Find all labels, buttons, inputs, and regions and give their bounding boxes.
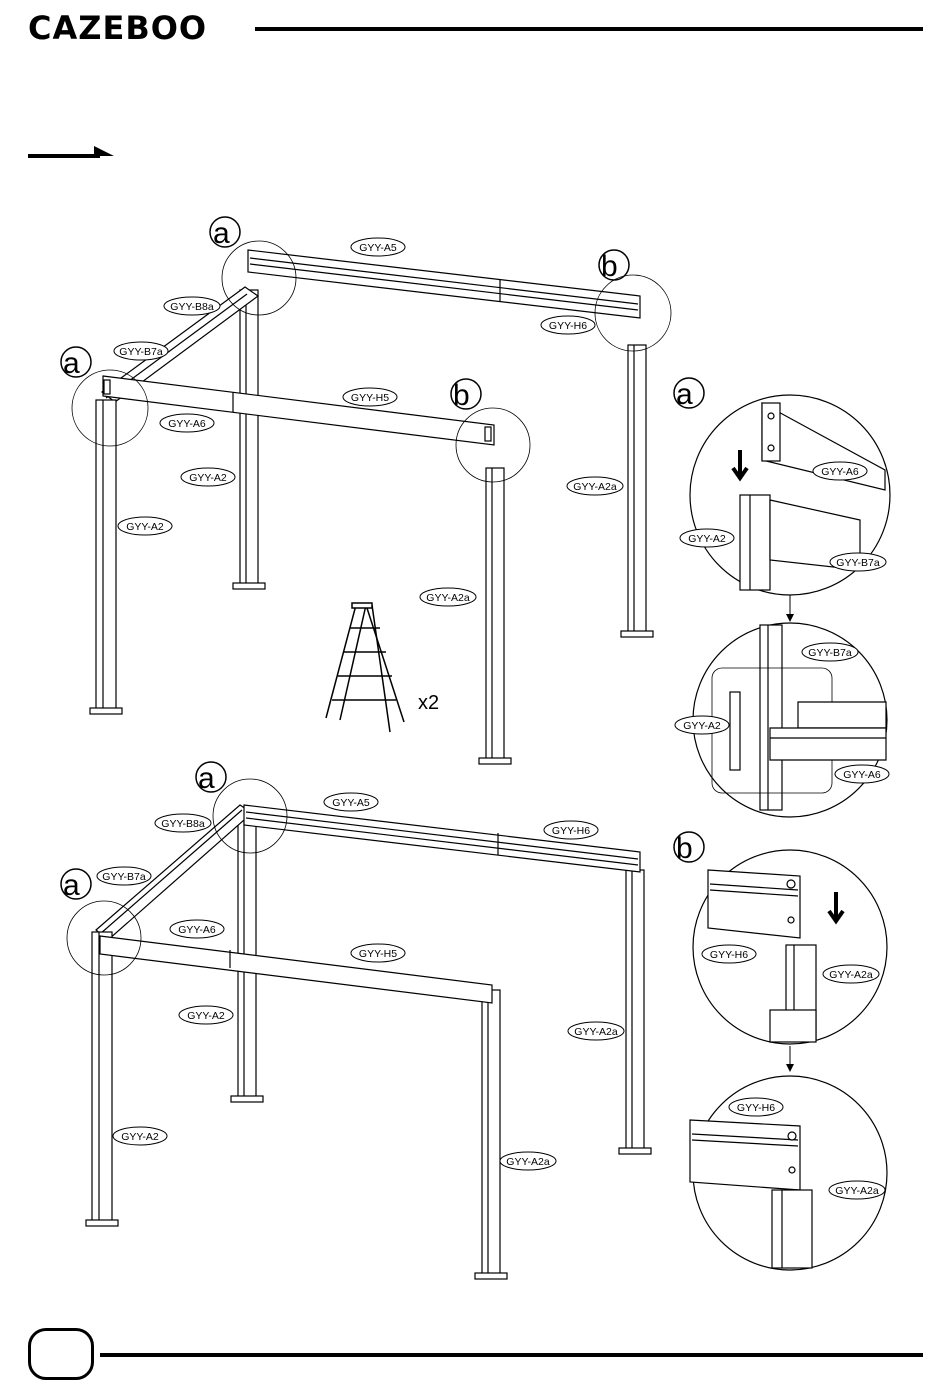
footer-rule xyxy=(100,1353,923,1357)
part-label: GYY-B7a xyxy=(808,647,852,659)
part-label: GYY-A2a xyxy=(835,1185,879,1197)
part-label: GYY-H5 xyxy=(351,392,389,404)
part-label: GYY-B7a xyxy=(102,871,146,883)
part-label: GYY-A5 xyxy=(332,797,370,809)
part-label: GYY-A2a xyxy=(829,969,873,981)
part-label: GYY-H6 xyxy=(737,1102,775,1114)
part-label: GYY-A2 xyxy=(683,720,721,732)
part-label: GYY-B8a xyxy=(161,818,205,830)
part-label: GYY-A2 xyxy=(688,533,726,545)
part-label: GYY-A2a xyxy=(574,1026,618,1038)
part-label: GYY-A2a xyxy=(573,481,617,493)
part-label: GYY-A2 xyxy=(189,472,227,484)
part-label: GYY-B8a xyxy=(170,301,214,313)
part-label: GYY-A6 xyxy=(168,418,206,430)
part-label: GYY-A6 xyxy=(843,769,881,781)
detail-letter-b: b xyxy=(676,832,693,865)
detail-letter-a: a xyxy=(63,347,80,380)
detail-letter-a: a xyxy=(63,869,80,902)
detail-letter-b: b xyxy=(453,379,470,412)
detail-b-zoom-bottom xyxy=(690,1076,887,1270)
part-label: GYY-A5 xyxy=(359,242,397,254)
lower-frame xyxy=(86,805,651,1279)
part-label: GYY-A2a xyxy=(426,592,470,604)
part-label: GYY-H6 xyxy=(710,949,748,961)
part-label: GYY-H5 xyxy=(359,948,397,960)
part-label: GYY-A6 xyxy=(178,924,216,936)
part-label: GYY-A2 xyxy=(121,1131,159,1143)
detail-letter-a: a xyxy=(198,762,215,795)
part-label: GYY-A2a xyxy=(506,1156,550,1168)
part-label: GYY-B7a xyxy=(836,557,880,569)
detail-letter-a: a xyxy=(676,378,693,411)
part-label: GYY-A2 xyxy=(187,1010,225,1022)
page-number-box xyxy=(28,1328,94,1380)
part-label: GYY-A6 xyxy=(821,466,859,478)
detail-letter-b: b xyxy=(601,250,618,283)
ladder-quantity: x2 xyxy=(418,692,439,714)
part-label: GYY-H6 xyxy=(552,825,590,837)
part-label: GYY-B7a xyxy=(119,346,163,358)
step-arrow-icon xyxy=(28,146,114,156)
ladder-icon xyxy=(326,603,404,732)
part-label: GYY-H6 xyxy=(549,320,587,332)
part-label: GYY-A2 xyxy=(126,521,164,533)
detail-letter-a: a xyxy=(213,217,230,250)
